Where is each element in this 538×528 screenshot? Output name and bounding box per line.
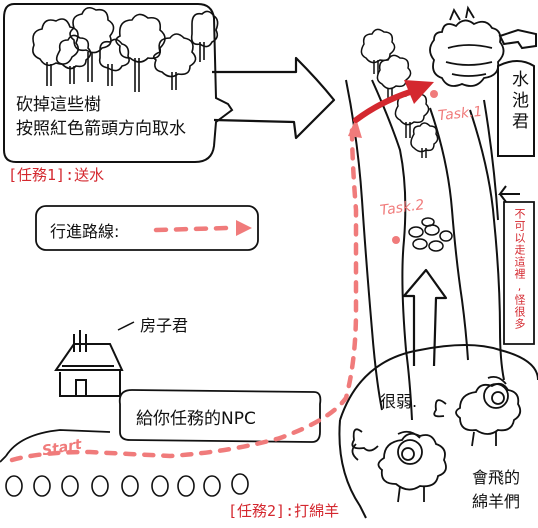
- speech-bubble: [3, 3, 234, 163]
- weak-sheep-label: 很弱.: [380, 392, 418, 411]
- mission2-title: [任務2]:打綿羊: [228, 500, 339, 521]
- pond-icon: [429, 5, 505, 87]
- warning-text: 不可以走這裡,怪很多: [513, 208, 526, 330]
- road-edges: [345, 79, 505, 421]
- red-quest-arrow-icon: [353, 80, 434, 123]
- warning-box: [503, 201, 535, 345]
- side-arrow-icon: [498, 185, 520, 203]
- trees-in-bubble: [32, 6, 219, 92]
- flying-sheep-icon: [351, 375, 522, 503]
- stones-icon: [408, 217, 453, 252]
- speech-bubble-line1: 砍掉這些樹: [16, 95, 101, 115]
- legend-route-line: [153, 225, 231, 233]
- mission1-tag: [任務1]: [8, 166, 66, 184]
- sheep-area-outline: [338, 344, 538, 519]
- bottom-stones: [5, 473, 249, 497]
- building-icon: [497, 28, 537, 157]
- mission1-title: [任務1]:送水: [8, 164, 104, 185]
- flying-sheep-label-line1: 會飛的: [472, 468, 521, 487]
- npc-label: 給你任務的NPC: [136, 409, 256, 429]
- speech-bubble-line2: 按照紅色箭頭方向取水: [16, 119, 186, 139]
- pond-label: 水池君: [508, 70, 528, 133]
- npc-box: [118, 389, 322, 443]
- route-legend-label: 行進路線:: [50, 222, 120, 241]
- house-icon: [54, 330, 124, 397]
- route-line: [9, 125, 359, 463]
- up-arrow-icon: [402, 268, 448, 367]
- task-markers: [392, 90, 438, 244]
- mission2-tag: [任務2]: [228, 502, 286, 520]
- legend-route-arrowhead: [236, 220, 252, 236]
- bottom-path-outline: [0, 429, 111, 463]
- mission1-text: :送水: [65, 166, 105, 184]
- house-pointer-line: [117, 321, 135, 331]
- flying-sheep-label-line2: 綿羊們: [472, 492, 521, 511]
- black-arrow-icon: [212, 56, 336, 140]
- mission2-text: :打綿羊: [285, 502, 340, 520]
- house-label: 房子君: [140, 316, 189, 335]
- route-legend-box: [35, 205, 259, 251]
- start-arrowhead: [348, 118, 362, 138]
